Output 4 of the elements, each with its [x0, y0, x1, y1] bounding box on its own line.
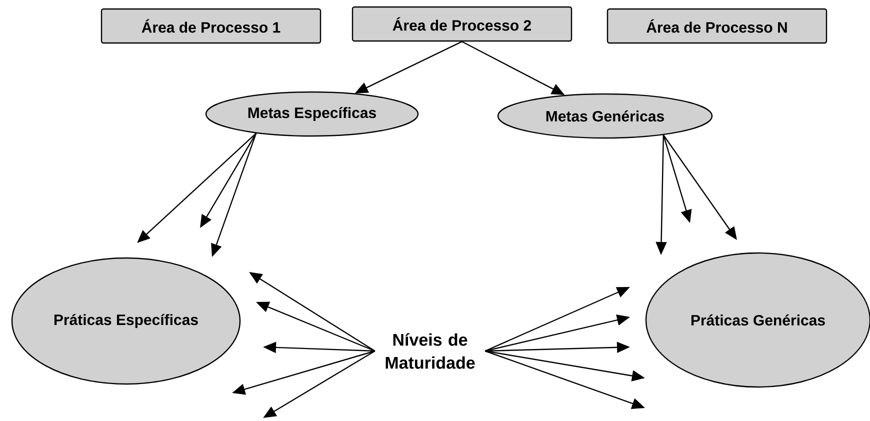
- process-area-box: Área de Processo 2: [352, 6, 572, 42]
- process-area-box: Área de Processo 1: [100, 8, 322, 44]
- maturity-label: Níveis de Maturidade: [386, 333, 475, 369]
- process-area-box: Área de Processo N: [606, 8, 828, 44]
